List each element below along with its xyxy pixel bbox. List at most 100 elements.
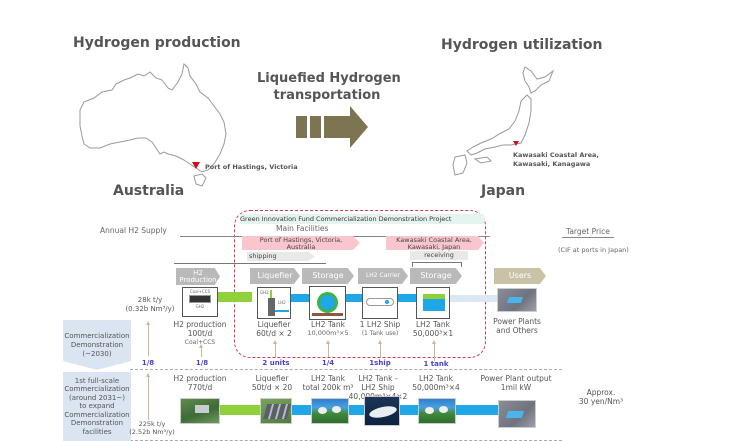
- demo-pipe-gh2: [218, 292, 252, 302]
- h2-plant-photo: [180, 398, 220, 424]
- demo-liq-line2: 60t/d × 2: [256, 329, 292, 338]
- commercial-phase-line7: facilities: [82, 427, 112, 436]
- tank-dome-1-icon: [318, 407, 327, 414]
- australia-outline: [79, 62, 227, 173]
- commercial-liquefier-label: Liquefier 50t/d × 20: [240, 374, 304, 392]
- stage-h2-production-line2: Production: [179, 275, 217, 284]
- commercial-ship-line2: LH2 Ship: [361, 383, 395, 392]
- flat-tank-icon: [423, 299, 445, 311]
- gh2-inlet-icon: [270, 290, 272, 298]
- hydrogen-utilization-title: Hydrogen utilization: [441, 37, 603, 53]
- plant-buildings-icon: [195, 405, 209, 413]
- commercial-price-line2: 30 yen/Nm³: [578, 397, 624, 406]
- commercial-tank-aus-label: LH2 Tank total 200k m³: [296, 374, 360, 392]
- demo-users-line1: Power Plants: [493, 317, 541, 326]
- lh2-outlet-icon: [275, 310, 289, 312]
- green-innovation-project-frame: [234, 210, 486, 358]
- demo-lh2-tank-jp-label: LH2 Tank 50,000³×1: [403, 320, 463, 338]
- port-hastings-pin-icon: [192, 162, 200, 169]
- aus-bracket: [174, 263, 326, 264]
- commercial-target-price: Approx. 30 yen/Nm³: [566, 388, 636, 406]
- demo-lh2-ship-label: 1 LH2 Ship (1 Tank use): [350, 320, 410, 338]
- commercial-supply-line1: 225k t/y: [138, 420, 166, 428]
- demo-tank-jp-line1: LH2 Tank: [415, 320, 450, 329]
- demo-h2-line1: H2 production: [173, 320, 227, 329]
- h2-icon-caption-top: Coal+CCS: [189, 289, 211, 294]
- demo-users-line2: and Others: [496, 326, 538, 335]
- demo-pipe-supply: [450, 295, 500, 302]
- jp-site-banner: [386, 236, 484, 250]
- demo-supply-arrow-icon: [146, 321, 150, 356]
- demo-supply-line2: (0.32b Nm³/y): [125, 305, 175, 313]
- commercial-pipe-lh2: [290, 405, 514, 415]
- commercial-liq-line2: 50t/d × 20: [251, 383, 293, 392]
- demo-phase-line3: (~2030): [82, 349, 112, 358]
- kawasaki-pin-icon: [513, 141, 519, 146]
- commercial-phase-line2: Commercialization: [64, 385, 130, 394]
- hokkaido-outline: [522, 66, 555, 94]
- h2-ratio-arrow-icon: [199, 344, 203, 357]
- ratio-tank-aus: 1/4: [321, 359, 335, 367]
- spherical-tank-icon: [317, 292, 338, 313]
- demo-pipe-lh2-2: [346, 294, 362, 302]
- demo-supply: 28k t/y (0.32b Nm³/y): [120, 296, 180, 314]
- stage-storage-jp: Storage: [410, 268, 462, 284]
- japan-label: Japan: [481, 183, 526, 199]
- commercial-phase-badge: 1st full-scale Commercialization (around…: [63, 372, 131, 441]
- australia-label: Australia: [113, 183, 185, 199]
- commercial-tank-aus-line1: LH2 Tank: [310, 374, 345, 383]
- demo-h2-production-label: H2 production 100t/d Coal+CCS: [168, 320, 232, 347]
- demo-ship-line1: 1 LH2 Ship: [359, 320, 401, 329]
- row-divider-top: [130, 369, 562, 370]
- commercial-tank-jp-label: LH2 Tank 50,000m³×4: [404, 374, 468, 392]
- cif-note: (CIF at ports in Japan): [558, 246, 629, 254]
- stage-users: Users: [494, 268, 546, 284]
- stage-h2-production: H2 Production: [176, 268, 220, 285]
- liquefier-modules-icon: [262, 404, 292, 419]
- demo-tank-aus-line2: 10,000m³×5: [307, 329, 349, 337]
- commercial-h2-line2: 770t/d: [187, 383, 213, 392]
- jp-site-line1: Kawasaki Coastal Area,: [396, 236, 472, 244]
- demo-pipe-lh2-1: [290, 294, 310, 302]
- aus-site-label: Port of Hastings, Victoria, Australia: [244, 237, 358, 251]
- ship-body-icon: [368, 404, 398, 420]
- jp-bracket: [412, 262, 462, 267]
- ratio-supply: 1/8: [141, 359, 155, 367]
- demo-liq-line1: Liquefier: [257, 320, 291, 329]
- demo-users-label: Power Plants and Others: [487, 317, 547, 335]
- tank-farm-aus-photo: [311, 398, 349, 424]
- demo-tank-jp-line2: 50,000³×1: [412, 329, 454, 338]
- ship-ratio-arrow-icon: [378, 340, 382, 357]
- tank-dome-2-icon: [332, 406, 341, 413]
- stage-liquefier: Liquefier: [250, 268, 300, 284]
- commercial-phase-line6: Demonstration: [70, 419, 124, 428]
- demo-h2-line2: 100t/d: [187, 329, 213, 338]
- commercial-h2-line1: H2 production: [173, 374, 227, 383]
- target-price-underline: [562, 237, 614, 238]
- h2-production-icon: Coal+CCS GH2: [182, 287, 218, 317]
- aus-shipping-label: shipping: [247, 252, 315, 261]
- demo-phase-line2: Demonstration: [70, 340, 124, 349]
- demo-lh2-tank-aus-label: LH2 Tank 10,000m³×5: [298, 320, 358, 338]
- aus-site-line1: Port of Hastings, Victoria,: [259, 236, 343, 244]
- ratio-liquefier: 2 units: [262, 359, 290, 367]
- commercial-price-line1: Approx.: [586, 388, 616, 397]
- ratio-tank-jp: 1 tank: [423, 360, 449, 368]
- commercial-supply-line2: (2.52b Nm³/y): [129, 428, 175, 436]
- tank-base-icon: [312, 313, 343, 316]
- main-facilities-label: Main Facilities: [276, 224, 329, 233]
- shikoku-outline: [473, 156, 493, 164]
- port-hastings-label: Port of Hastings, Victoria: [205, 163, 298, 171]
- commercial-phase-line1: 1st full-scale: [74, 376, 120, 385]
- demo-tank-aus-line1: LH2 Tank: [310, 320, 345, 329]
- power-plants-photo: [497, 288, 537, 312]
- aus-site-banner: [242, 236, 360, 250]
- power-plant-highlight-icon: [505, 411, 525, 418]
- lh2-tank-aus-icon: [309, 286, 346, 320]
- kawasaki-label-line2: Kawasaki, Kanagawa: [513, 160, 591, 168]
- liquefier-array-photo: [260, 398, 292, 424]
- demo-phase-line1: Commercialization: [64, 331, 130, 340]
- demo-pipe-lh2-3: [398, 294, 416, 302]
- kyushu-outline: [452, 154, 468, 176]
- tank-roof-icon: [423, 294, 445, 299]
